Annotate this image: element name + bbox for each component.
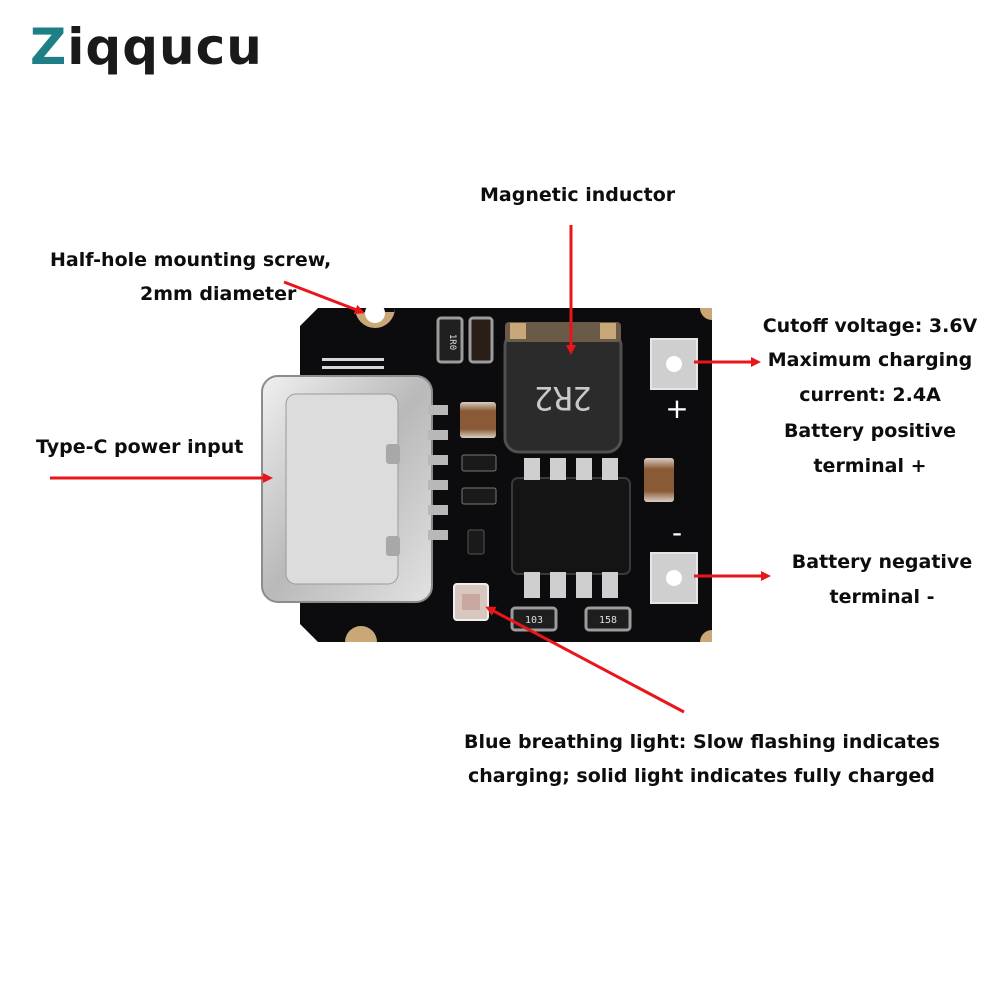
label-positive-line2: Maximum charging (767, 349, 973, 371)
label-positive-line5: terminal + (813, 455, 927, 477)
mounting-half-hole-bottom (345, 626, 377, 642)
logo-text: iqqucu (67, 18, 263, 76)
arrow-screw (283, 280, 365, 315)
label-typec: Type-C power input (36, 436, 244, 458)
minus-marking: - (672, 516, 682, 549)
label-negative-line2: terminal - (829, 586, 935, 608)
resistor-103-code: 103 (525, 615, 543, 626)
label-led-line1: Blue breathing light: Slow flashing indi… (464, 731, 940, 753)
resistor-158-code: 158 (599, 615, 617, 626)
resistor-1r0-code: 1R0 (447, 334, 457, 350)
label-negative-line1: Battery negative (791, 551, 973, 573)
label-positive-line3: current: 2.4A (799, 384, 941, 406)
label-inductor: Magnetic inductor (480, 184, 676, 206)
label-positive-line4: Battery positive (783, 420, 957, 442)
inductor-code: 2R2 (534, 379, 592, 417)
arrow-led (485, 606, 685, 714)
resistor-1r0 (436, 316, 464, 364)
capacitor-left (460, 402, 496, 438)
resistor-158 (584, 606, 632, 632)
resistor-small (468, 316, 494, 364)
label-positive-line1: Cutoff voltage: 3.6V (762, 315, 978, 337)
resistor-103 (510, 606, 558, 632)
capacitor-right (644, 458, 674, 502)
label-led-line2: charging; solid light indicates fully ch… (468, 765, 935, 787)
mounting-half-hole-br (700, 630, 712, 642)
label-screw-line1: Half-hole mounting screw, (50, 249, 332, 271)
charge-ic (511, 477, 631, 575)
plus-marking: + (665, 392, 688, 425)
brand-logo: Ziqqucu (30, 18, 263, 76)
label-screw-line2: 2mm diameter (140, 283, 297, 305)
mounting-half-hole-right (700, 308, 712, 320)
logo-initial: Z (30, 18, 68, 76)
